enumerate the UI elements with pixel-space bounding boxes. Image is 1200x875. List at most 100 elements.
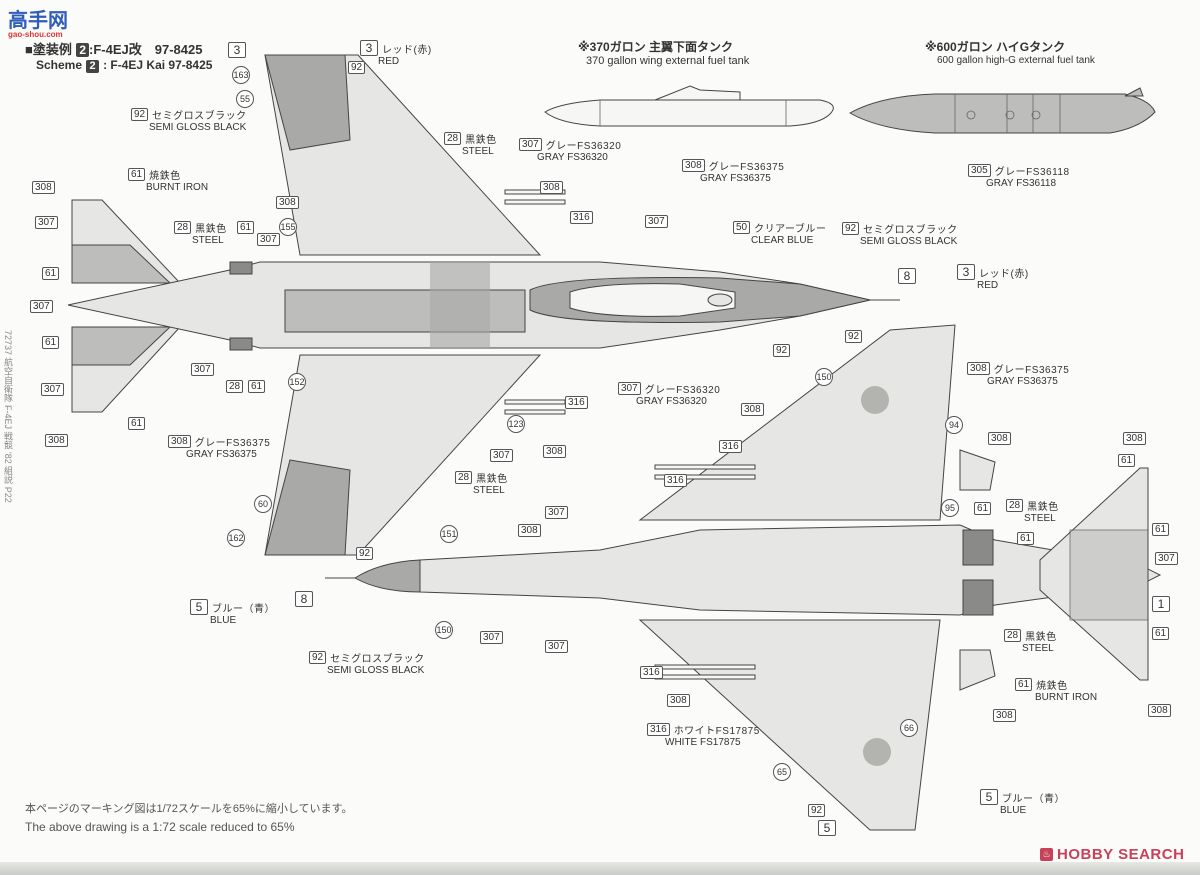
color-en: STEEL <box>1022 643 1054 654</box>
callout-307-h: 307 <box>490 445 513 463</box>
decal-60: 60 <box>254 494 272 513</box>
color-jp: グレーFS36320 <box>644 385 721 396</box>
color-jp: 黒鉄色 <box>1025 632 1057 643</box>
decal-ref: 66 <box>900 719 918 737</box>
color-ref: 28 <box>455 471 473 484</box>
color-ref: 8 <box>898 268 916 284</box>
color-jp: グレーFS36375 <box>194 438 271 449</box>
callout-308-l: 308 <box>993 705 1016 723</box>
color-ref: 316 <box>640 666 663 679</box>
color-en: STEEL <box>473 485 505 496</box>
color-jp: グレーFS36375 <box>993 365 1070 376</box>
color-en: RED <box>977 280 999 291</box>
callout-307-e: 307 <box>30 296 53 314</box>
callout-61-f: 61 <box>128 413 146 431</box>
color-en: BURNT IRON <box>146 182 209 193</box>
color-en: BLUE <box>1000 805 1027 816</box>
tank600-title-jp: ※600ガロン ハイGタンク <box>925 40 1066 54</box>
color-ref: 308 <box>543 445 566 458</box>
color-ref: 307 <box>519 138 542 151</box>
color-en: GRAY FS36375 <box>186 449 257 460</box>
decal-ref: 155 <box>279 218 297 236</box>
callout-92-d: 92 <box>356 543 374 561</box>
scheme-prefix-jp: ■塗装例 <box>25 42 72 57</box>
decal-151: 151 <box>440 524 458 543</box>
callout-307-c: 307 <box>257 229 280 247</box>
color-jp: ホワイトFS17875 <box>673 726 760 737</box>
color-ref: 307 <box>257 233 280 246</box>
callout-308-h: 308 <box>988 428 1011 446</box>
color-jp: レッド(赤) <box>979 268 1029 280</box>
decal-ref: 163 <box>232 66 250 84</box>
color-ref: 61 <box>128 168 146 181</box>
color-en: WHITE FS17875 <box>665 737 741 748</box>
color-ref: 8 <box>295 591 313 607</box>
color-en: STEEL <box>462 146 494 157</box>
decal-94: 150 <box>815 367 833 386</box>
color-ref: 308 <box>276 196 299 209</box>
brand-icon: ♨ <box>1040 848 1053 861</box>
color-en: BLUE <box>210 615 237 626</box>
color-ref: 61 <box>248 380 266 393</box>
color-en: GRAY FS36320 <box>636 396 707 407</box>
color-ref: 308 <box>682 159 705 172</box>
decal-ref: 123 <box>507 415 525 433</box>
callout-61-j: 61 <box>1017 528 1035 546</box>
callout-92-c: 92 <box>773 340 791 358</box>
callout-316-c: 316 <box>719 436 742 454</box>
callout-308-f: 308 <box>45 430 68 448</box>
color-ref: 61 <box>42 336 60 349</box>
callout-308-e: 308 <box>741 399 764 417</box>
color-ref: 92 <box>845 330 863 343</box>
color-en: GRAY FS36320 <box>537 152 608 163</box>
brand-text: HOBBY SEARCH <box>1057 846 1185 863</box>
callout-61-e: 61 <box>248 376 266 394</box>
color-ref: 5 <box>190 599 208 615</box>
callout-61-c: 61 <box>42 263 60 281</box>
color-ref: 61 <box>237 221 255 234</box>
color-jp: セミグロスブラック <box>152 111 247 122</box>
color-ref: 308 <box>1123 432 1146 445</box>
callout-316-d: 316 <box>664 470 687 488</box>
color-en: CLEAR BLUE <box>751 235 814 246</box>
color-jp: 黒鉄色 <box>465 135 497 146</box>
color-ref: 307 <box>191 363 214 376</box>
callout-61-b: 61 <box>237 217 255 235</box>
callout-92-b: 92 <box>845 326 863 344</box>
color-jp: 黒鉄色 <box>1027 502 1059 513</box>
color-ref: 305 <box>968 164 991 177</box>
scheme-prefix-en: Scheme <box>36 58 83 72</box>
callout-3-a: 3 <box>228 41 246 59</box>
color-ref: 92 <box>808 804 826 817</box>
side-catalog-text: 72737 航空自衛隊 F-4EJ 戦競 '82 組説 P22 <box>3 330 13 503</box>
decal-ref: 65 <box>773 763 791 781</box>
decal-ref: 95 <box>941 499 959 517</box>
color-en: GRAY FS36375 <box>987 376 1058 387</box>
watermark-text: 高手网 <box>8 10 68 32</box>
color-en: SEMI GLOSS BLACK <box>327 665 425 676</box>
color-ref: 307 <box>35 216 58 229</box>
color-ref: 316 <box>565 396 588 409</box>
decal-ref: 150 <box>815 368 833 386</box>
decal-ref: 152 <box>288 373 306 391</box>
color-ref: 92 <box>348 61 366 74</box>
color-jp: グレーFS36320 <box>545 141 622 152</box>
color-ref: 61 <box>1152 627 1170 640</box>
color-jp: セミグロスブラック <box>330 654 425 665</box>
color-ref: 307 <box>41 383 64 396</box>
color-en: SEMI GLOSS BLACK <box>149 122 247 133</box>
color-ref: 28 <box>1004 629 1022 642</box>
decal-163: 163 <box>232 65 250 84</box>
callout-316-e: 316 <box>640 662 663 680</box>
callout-307-i: 307 <box>545 502 568 520</box>
brand-logo: ♨ HOBBY SEARCH <box>1040 846 1184 863</box>
